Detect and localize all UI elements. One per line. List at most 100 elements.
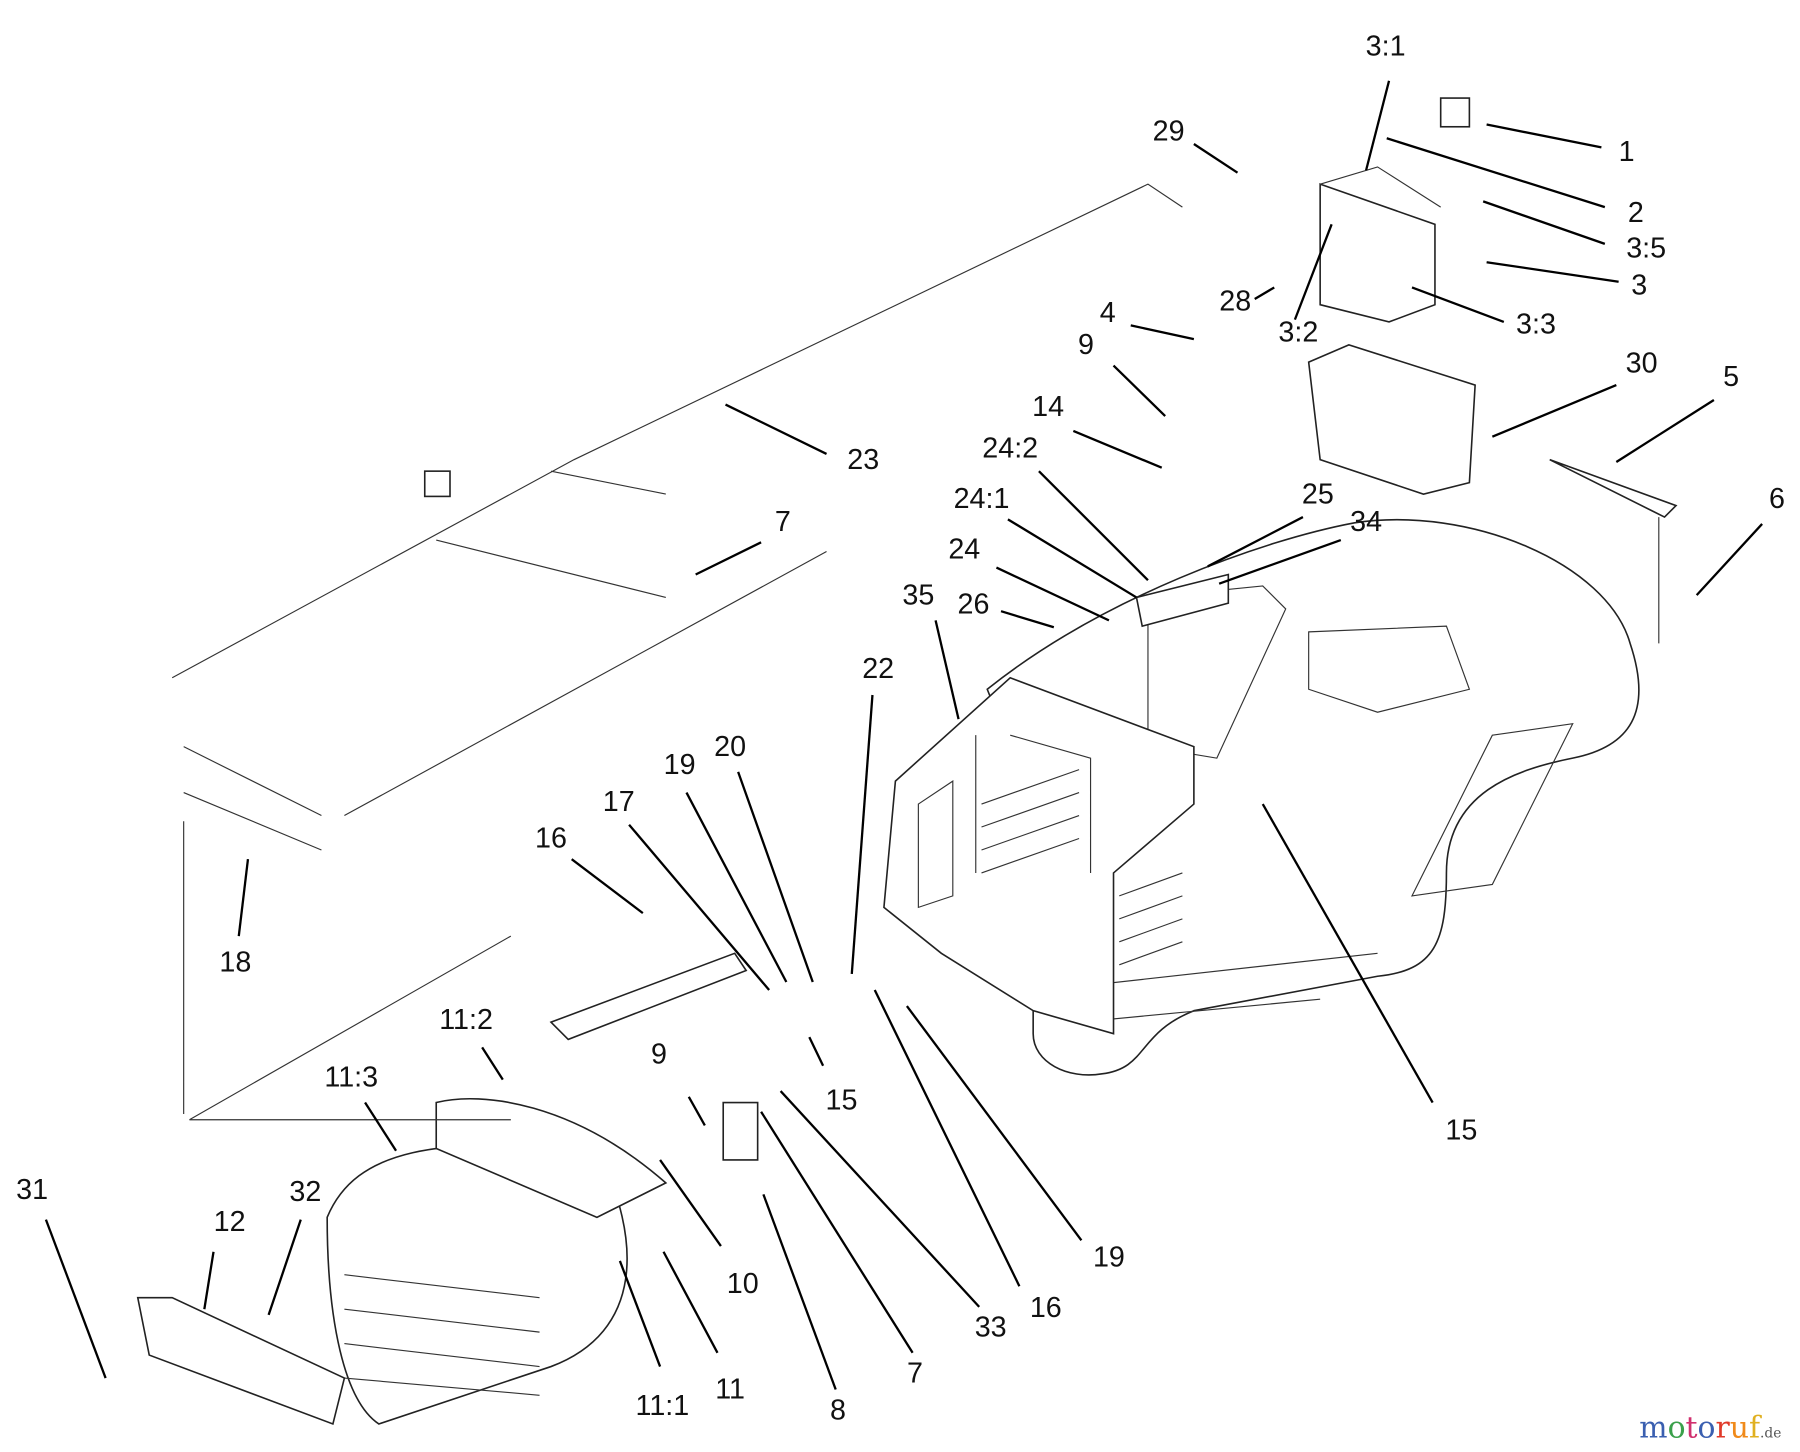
leader-line — [1218, 538, 1342, 585]
wire-harness — [171, 183, 1183, 851]
battery — [1319, 97, 1471, 323]
callout-label: 5 — [1723, 361, 1739, 393]
leader-line — [267, 1219, 302, 1316]
leader-line — [237, 859, 250, 937]
leader-line — [662, 1251, 719, 1354]
leader-line — [687, 1096, 706, 1127]
callout-label: 24:2 — [982, 432, 1038, 464]
callout-label: 35 — [902, 579, 934, 611]
callout-label: 20 — [714, 731, 746, 763]
callout-label: 2 — [1628, 197, 1644, 229]
callout-label: 10 — [727, 1268, 759, 1300]
leader-line — [203, 1251, 215, 1310]
callout-label: 15 — [1445, 1114, 1477, 1146]
leader-line — [1261, 803, 1434, 1104]
callout-label: 11:2 — [439, 1004, 493, 1036]
callout-label: 3 — [1631, 269, 1647, 301]
brackets — [183, 458, 1678, 1161]
battery-tray — [1307, 344, 1476, 495]
callout-label: 31 — [16, 1174, 48, 1206]
callout-label: 1 — [1619, 136, 1635, 168]
callout-label: 7 — [775, 506, 791, 538]
callout-label: 16 — [1030, 1292, 1062, 1324]
callout-label: 9 — [651, 1039, 667, 1071]
leader-line — [1491, 383, 1617, 438]
leader-line — [1486, 261, 1619, 283]
callout-label: 4 — [1100, 297, 1116, 329]
callout-label: 3:5 — [1626, 233, 1666, 265]
leader-line — [628, 823, 771, 991]
callout-label: 11:3 — [324, 1061, 378, 1093]
leader-line — [1386, 137, 1606, 209]
callout-label: 12 — [214, 1206, 246, 1238]
leader-line — [1193, 143, 1239, 174]
leader-line — [905, 1005, 1083, 1241]
leader-line — [481, 1046, 504, 1081]
leader-line — [1695, 523, 1763, 596]
seat-pan — [883, 676, 1195, 1035]
callout-label: 19 — [1093, 1242, 1125, 1274]
leader-line — [737, 771, 814, 983]
callout-label: 32 — [289, 1176, 321, 1208]
callout-label: 19 — [664, 749, 696, 781]
callout-label: 22 — [862, 653, 894, 685]
callout-label: 26 — [958, 589, 990, 621]
leader-line — [685, 792, 788, 983]
leader-line — [44, 1219, 107, 1379]
callout-label: 11:1 — [636, 1390, 690, 1422]
leader-line — [364, 1101, 398, 1152]
leader-line — [659, 1159, 722, 1247]
leader-line — [760, 1111, 914, 1354]
leader-line — [1486, 123, 1602, 149]
leader-line — [618, 1260, 662, 1367]
callout-label: 3:3 — [1516, 308, 1556, 340]
callout-label: 6 — [1769, 483, 1785, 515]
leader-line — [995, 566, 1110, 622]
leader-line — [1482, 200, 1606, 245]
callout-label: 29 — [1153, 116, 1185, 148]
callout-label: 3:1 — [1366, 31, 1406, 63]
leader-line — [1411, 286, 1505, 323]
leader-line — [1293, 223, 1333, 321]
callout-label: 3:2 — [1278, 316, 1318, 348]
leader-line — [1207, 516, 1304, 568]
callout-label: 9 — [1078, 329, 1094, 361]
rear-fender — [986, 518, 1640, 1076]
leader-line — [808, 1036, 825, 1067]
leader-line — [1130, 324, 1195, 341]
leader-line — [725, 403, 828, 455]
leader-line — [934, 620, 960, 720]
leader-line — [762, 1193, 837, 1390]
hood — [136, 1098, 668, 1426]
leader-lines — [44, 80, 1763, 1390]
leader-line — [1038, 470, 1149, 582]
callout-label: 24 — [948, 533, 980, 565]
leader-line — [1615, 399, 1715, 463]
leader-line — [850, 694, 874, 975]
callout-label: 16 — [535, 823, 567, 855]
leader-line — [1072, 429, 1163, 469]
leader-line — [1000, 610, 1055, 629]
callout-label: 30 — [1626, 347, 1658, 379]
leader-line — [695, 541, 762, 576]
callout-label: 7 — [907, 1358, 923, 1390]
leader-line — [779, 1090, 981, 1308]
leader-line — [1364, 80, 1391, 171]
callout-label: 14 — [1032, 391, 1064, 423]
leader-line — [1112, 364, 1166, 417]
callout-label: 28 — [1219, 285, 1251, 317]
callout-label: 8 — [830, 1394, 846, 1426]
callout-label: 25 — [1302, 478, 1334, 510]
callout-label: 11 — [715, 1374, 745, 1406]
callout-label: 18 — [219, 947, 251, 979]
leader-line — [1254, 286, 1275, 300]
callout-label: 34 — [1350, 506, 1382, 538]
callout-label: 23 — [847, 444, 879, 476]
callout-label: 15 — [825, 1084, 857, 1116]
callout-label: 33 — [975, 1312, 1007, 1344]
callout-label: 17 — [603, 786, 635, 818]
watermark-logo: motoruf.de — [1639, 1411, 1781, 1446]
leader-line — [570, 858, 644, 915]
